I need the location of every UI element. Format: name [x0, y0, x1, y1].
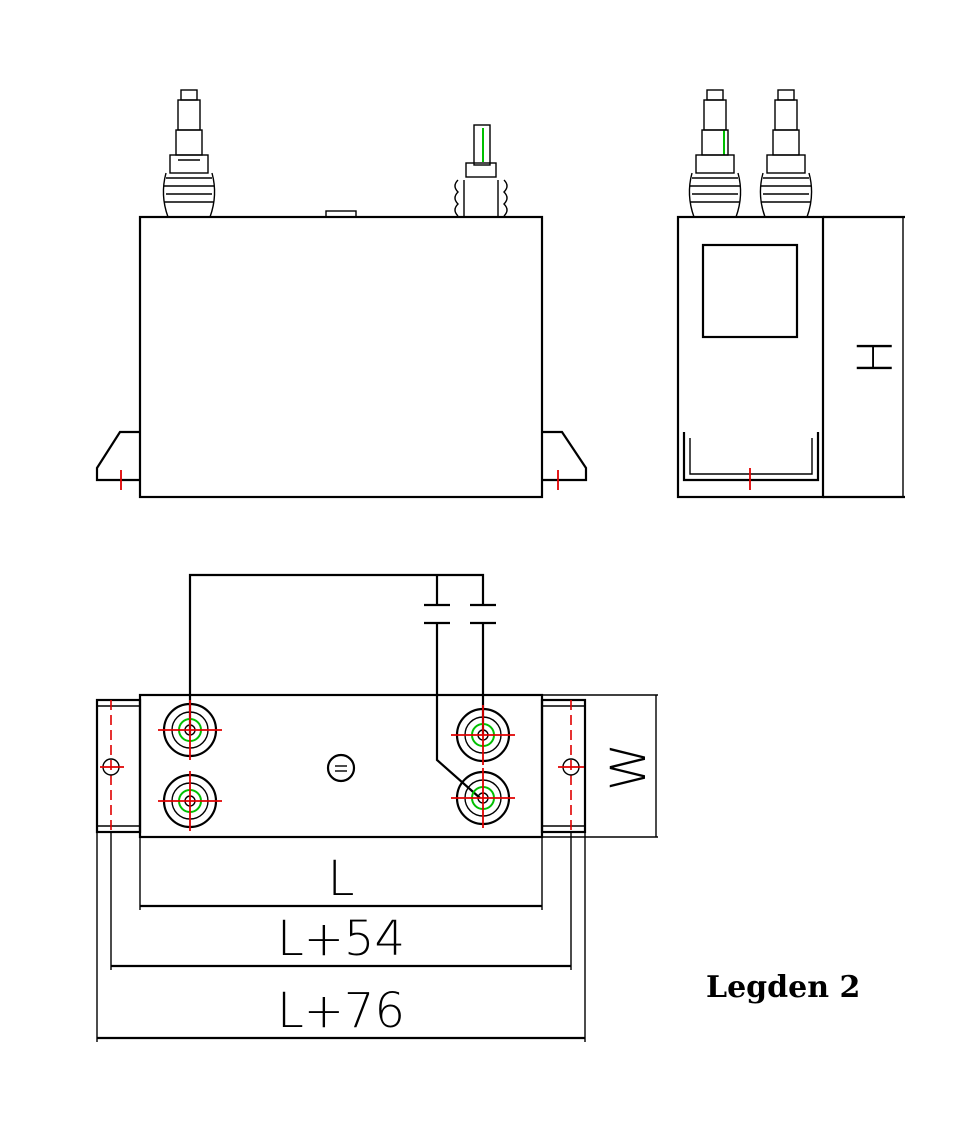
top-terminal-2	[158, 771, 222, 831]
length-plus-76-label: L+76	[277, 983, 405, 1039]
front-view-top-nub	[325, 210, 357, 218]
front-right-terminal	[454, 124, 508, 217]
top-terminal-4	[451, 768, 515, 828]
width-dimension-label: W	[601, 743, 657, 790]
front-left-terminal	[162, 89, 216, 218]
top-view: W	[95, 573, 658, 839]
wire-left-to-cap	[188, 573, 485, 735]
left-ear	[95, 698, 142, 834]
center-vent	[326, 753, 356, 783]
right-ear	[540, 698, 587, 834]
front-view-body	[138, 215, 544, 499]
side-right-terminal	[759, 89, 813, 218]
side-view-label-plate	[701, 243, 799, 339]
wire-to-bottom-terminal	[435, 623, 481, 799]
left-mounting-foot	[95, 430, 140, 482]
height-dimension-label: H	[848, 339, 904, 375]
legend-label: Legden 2	[706, 970, 860, 1005]
side-view-bracket	[682, 432, 820, 482]
top-terminal-1	[158, 700, 222, 760]
length-plus-54-label: L+54	[277, 911, 405, 967]
right-mounting-foot	[542, 430, 588, 482]
length-dimension-label: L	[328, 851, 355, 907]
front-view	[95, 89, 588, 499]
length-dimensions: L L+54 L+76	[96, 832, 586, 1042]
side-view: H	[676, 89, 905, 499]
side-view-body	[676, 215, 825, 499]
side-left-terminal	[688, 89, 742, 218]
top-terminal-3	[451, 705, 515, 765]
